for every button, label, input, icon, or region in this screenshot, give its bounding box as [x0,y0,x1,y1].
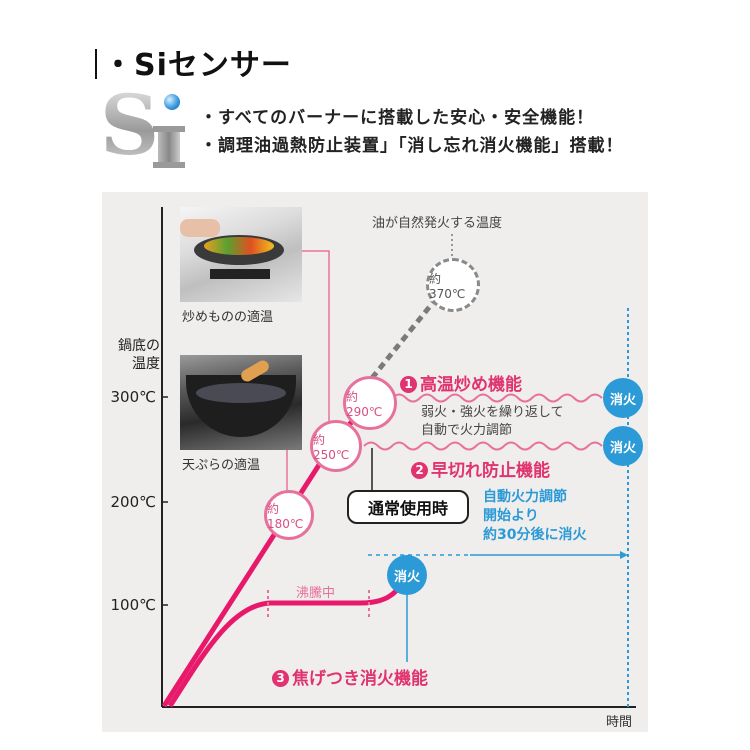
feature-2-number-icon: 2 [411,462,428,479]
extinguish-badge-1: 消火 [603,378,643,418]
ignition-dashed-line [370,298,437,380]
si-logo-s: S [100,78,160,174]
feature-bullet-2: ・調理油過熱防止装置」「消し忘れ消火機能」搭載！ [200,136,624,156]
extinguish-badge-3: 消火 [387,555,427,595]
auto-extinguish-note: 自動火力調節 開始より 約30分後に消火 [483,488,586,545]
y-tick-300: 300℃ [110,388,156,406]
feature-1-number-icon: 1 [400,376,417,393]
auto-note-line3: 約30分後に消火 [483,527,587,543]
marker-250: 約250℃ [310,420,362,472]
y-axis-label-line2: 温度 [132,356,160,372]
y-tick-200: 200℃ [110,493,156,511]
marker-290: 約290℃ [343,376,397,430]
tempura-caption: 天ぷらの適温 [182,458,261,473]
feature-3-number-icon: 3 [272,670,289,687]
boiling-curve [167,578,408,708]
extinguish-badge-2: 消火 [603,426,643,466]
si-logo-dot-icon [164,94,180,110]
x-axis-label: 時間 [606,715,633,730]
feature-1-note-line2: 自動で火力調節 [421,423,513,438]
feature-1-note: 弱火・強火を繰り返して 自動で火力調節 [421,404,564,440]
normal-use-label: 通常使用時 [347,490,469,524]
marker-370: 約370℃ [426,258,480,312]
rise-line [161,438,338,708]
feature-bullet-1: ・すべてのバーナーに搭載した安心・安全機能！ [200,108,595,128]
y-tick-100: 100℃ [110,596,156,614]
tempura-photo [180,355,302,450]
si-logo: S [100,78,186,174]
feature-1-note-line1: 弱火・強火を繰り返して [421,405,564,420]
boiling-label: 沸騰中 [296,586,336,601]
feature-1-label: 高温炒め機能 [420,375,522,395]
ignition-label: 油が自然発火する温度 [372,216,503,231]
page-title: ・Siセンサー [95,40,292,84]
stir-fry-caption: 炒めものの適温 [182,310,274,325]
marker-180: 約180℃ [264,490,314,540]
stir-fry-photo [180,207,302,302]
auto-note-line2: 開始より [483,508,539,524]
title-text: ・Siセンサー [103,48,292,83]
wavy-line-1 [391,393,603,403]
y-axis-label: 鍋底の 温度 [108,337,160,373]
y-axis-label-line1: 鍋底の [118,338,160,354]
title-bar-marker [95,49,97,79]
auto-note-line1: 自動火力調節 [483,489,567,505]
feature-2-label: 早切れ防止機能 [431,461,550,481]
si-logo-i [153,126,185,168]
feature-3-label: 焦げつき消火機能 [292,669,428,689]
wavy-line-2 [363,441,603,451]
